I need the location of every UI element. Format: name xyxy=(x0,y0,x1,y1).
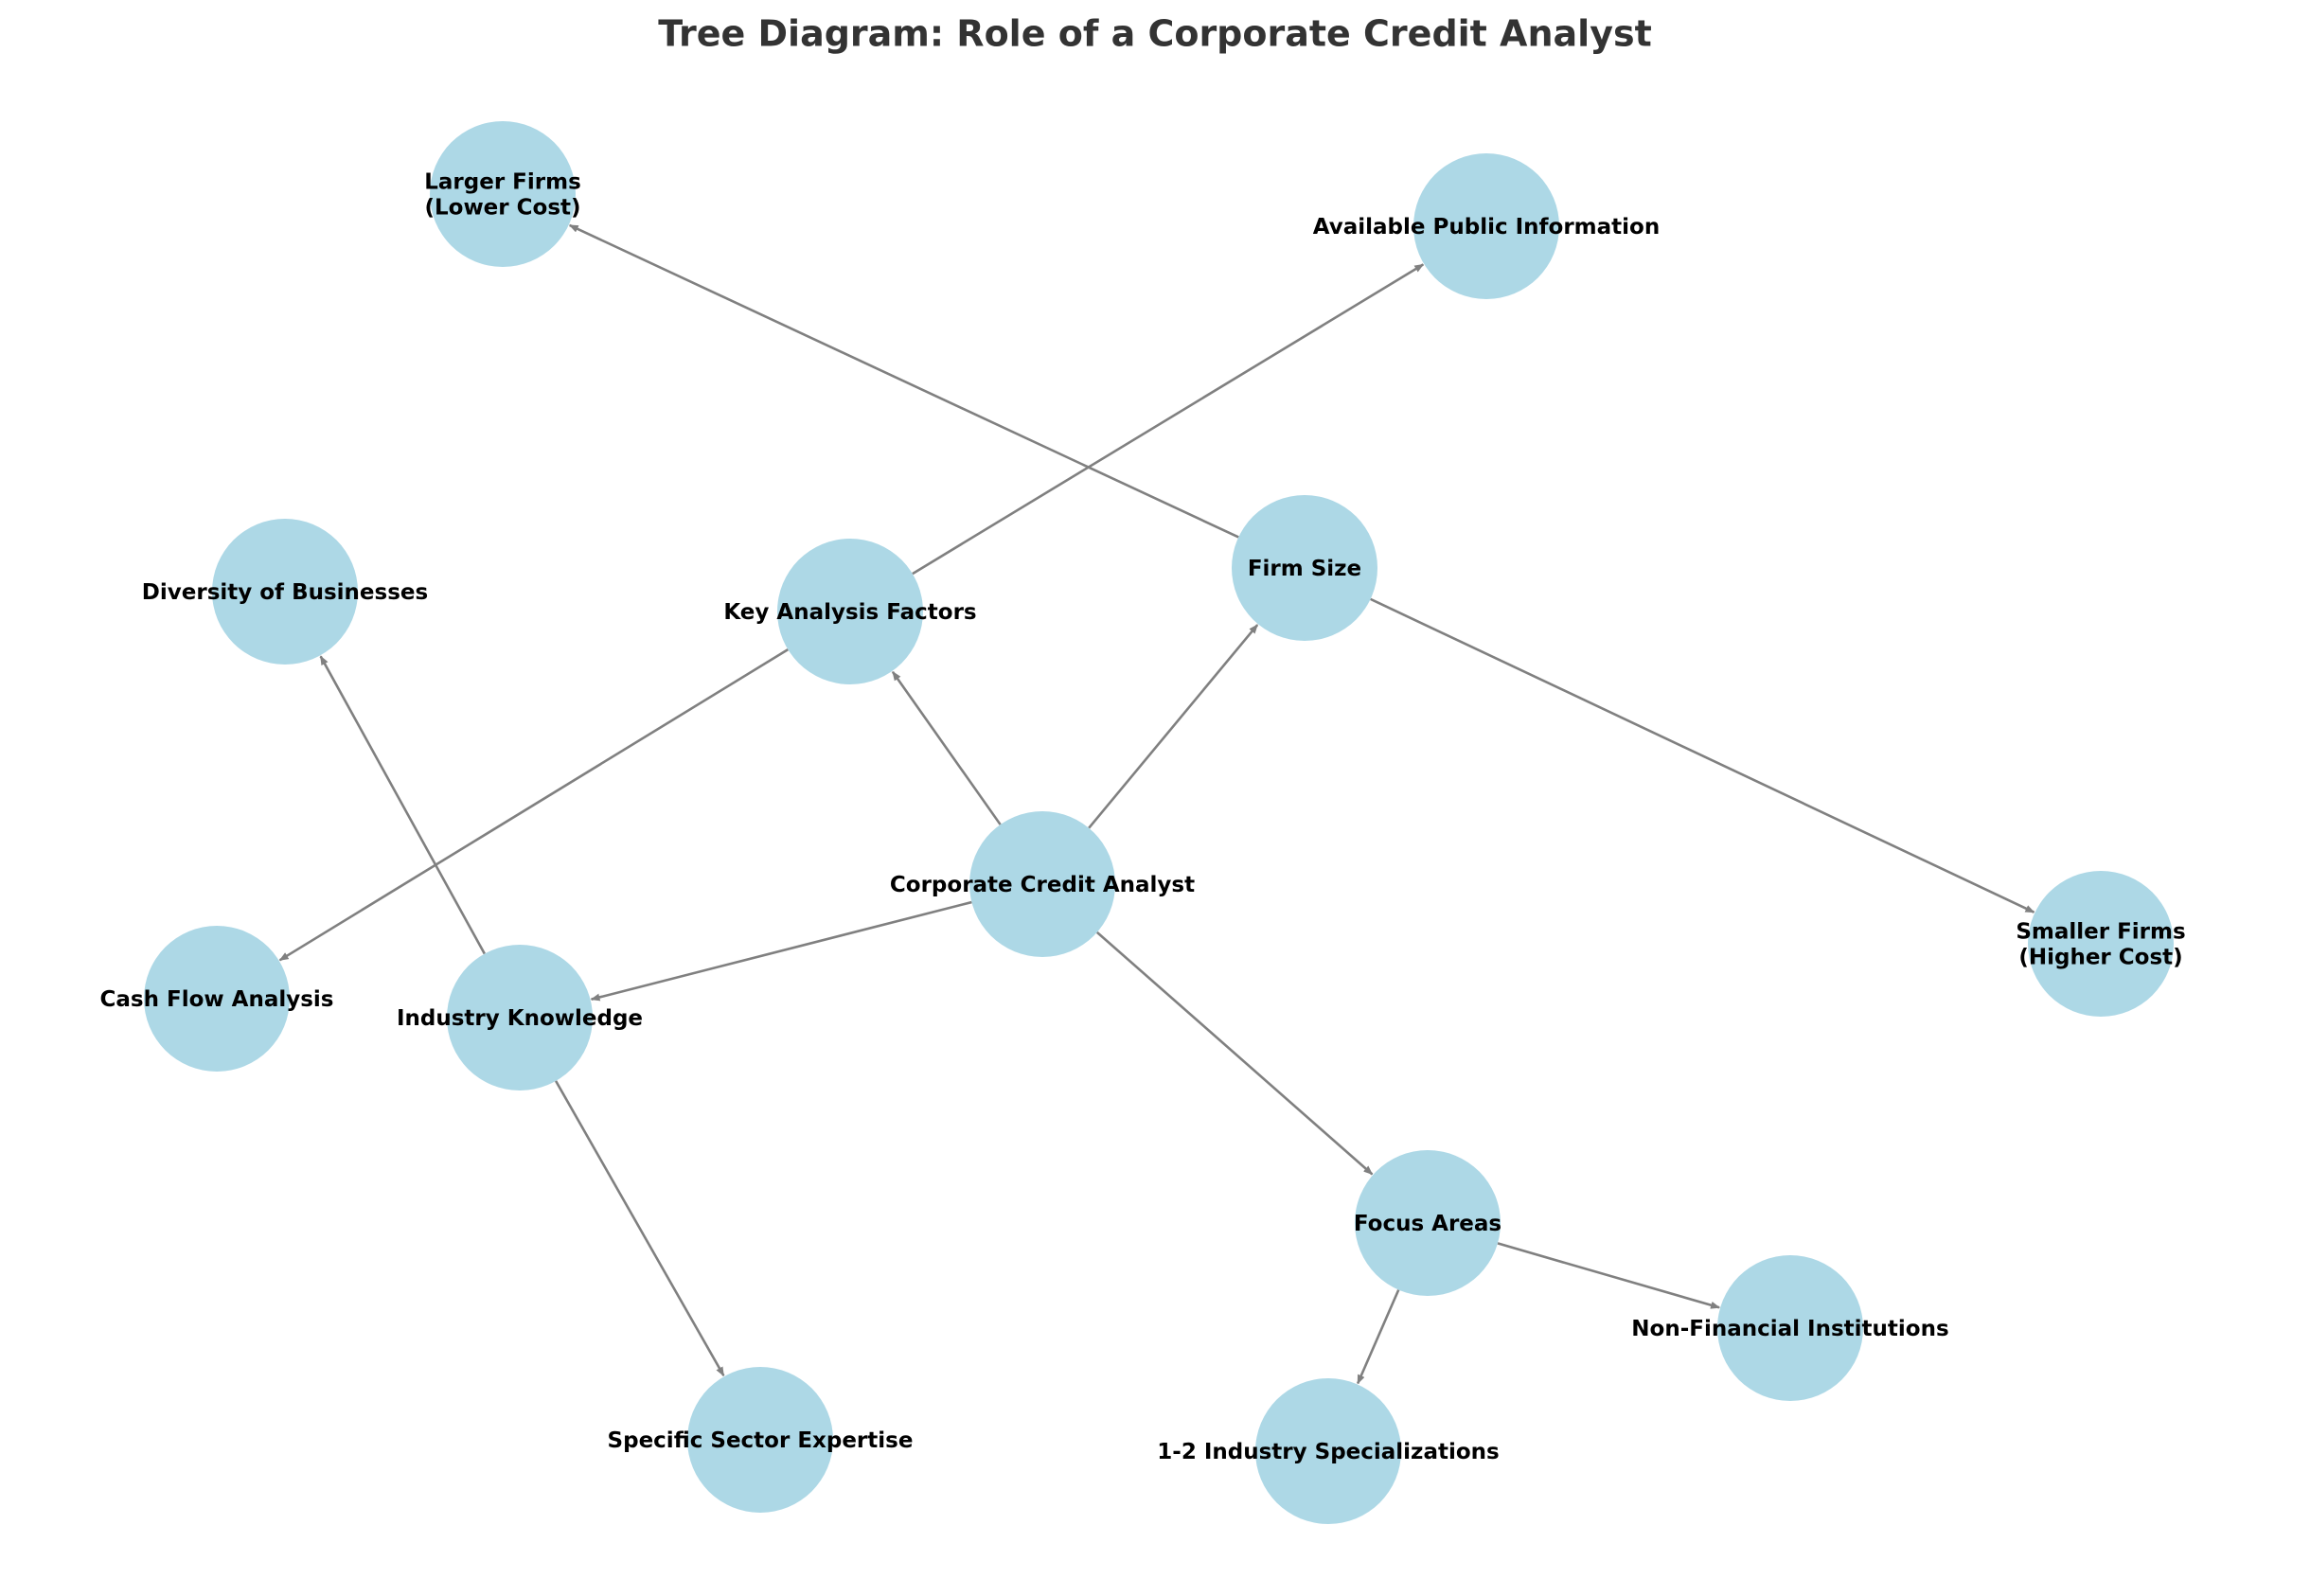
edge-industry-to-sector xyxy=(554,1080,725,1377)
node-diversity: Diversity of Businesses xyxy=(142,519,428,665)
edge-factors-to-publicinfo xyxy=(912,263,1425,576)
edge-industry-to-diversity xyxy=(319,655,486,955)
node-industry: Industry Knowledge xyxy=(397,945,643,1091)
node-label-diversity: Diversity of Businesses xyxy=(142,580,428,605)
edge-factors-to-cashflow xyxy=(278,648,789,962)
node-factors: Key Analysis Factors xyxy=(723,539,977,684)
node-circle-factors xyxy=(777,539,923,684)
node-publicinfo: Available Public Information xyxy=(1313,153,1660,299)
node-circle-diversity xyxy=(212,519,358,665)
node-larger: Larger Firms(Lower Cost) xyxy=(424,121,581,267)
node-label-industry: Industry Knowledge xyxy=(397,1006,643,1031)
node-cashflow: Cash Flow Analysis xyxy=(100,926,334,1072)
node-root: Corporate Credit Analyst xyxy=(890,811,1195,957)
node-circle-publicinfo xyxy=(1413,153,1559,299)
edge-focus-to-specializations xyxy=(1356,1289,1400,1385)
node-circle-firmsize xyxy=(1232,495,1377,641)
edge-firmsize-to-larger xyxy=(568,223,1239,539)
node-sector: Specific Sector Expertise xyxy=(608,1367,914,1513)
node-label-specializations: 1-2 Industry Specializations xyxy=(1157,1440,1499,1464)
node-label-nonfinancial: Non-Financial Institutions xyxy=(1631,1317,1948,1341)
edge-firmsize-to-smaller xyxy=(1370,597,2035,913)
node-firmsize: Firm Size xyxy=(1232,495,1377,641)
node-label-larger: Larger Firms(Lower Cost) xyxy=(424,170,581,221)
node-circle-smaller xyxy=(2028,871,2174,1017)
edge-root-to-factors xyxy=(891,670,1002,825)
node-circle-cashflow xyxy=(144,926,290,1072)
node-specializations: 1-2 Industry Specializations xyxy=(1157,1378,1500,1524)
edge-root-to-firmsize xyxy=(1088,624,1259,829)
node-label-publicinfo: Available Public Information xyxy=(1313,215,1660,239)
edge-focus-to-nonfinancial xyxy=(1497,1242,1721,1309)
node-label-focus: Focus Areas xyxy=(1354,1212,1502,1236)
diagram-title: Tree Diagram: Role of a Corporate Credit… xyxy=(658,13,1652,55)
node-circle-nonfinancial xyxy=(1717,1255,1863,1401)
edge-root-to-industry xyxy=(590,900,972,1002)
node-label-factors: Key Analysis Factors xyxy=(723,600,976,625)
node-nonfinancial: Non-Financial Institutions xyxy=(1631,1255,1949,1401)
node-circle-focus xyxy=(1355,1150,1501,1296)
node-label-cashflow: Cash Flow Analysis xyxy=(100,987,334,1012)
edge-root-to-focus xyxy=(1095,931,1374,1176)
node-circle-industry xyxy=(447,945,593,1091)
node-circle-root xyxy=(969,811,1115,957)
node-focus: Focus Areas xyxy=(1354,1150,1502,1296)
node-smaller: Smaller Firms(Higher Cost) xyxy=(2016,871,2186,1017)
node-label-sector: Specific Sector Expertise xyxy=(608,1428,914,1453)
node-circle-sector xyxy=(687,1367,833,1513)
node-circle-specializations xyxy=(1255,1378,1401,1524)
node-label-firmsize: Firm Size xyxy=(1248,557,1361,581)
edges-layer xyxy=(278,223,2035,1385)
node-label-root: Corporate Credit Analyst xyxy=(890,873,1195,897)
node-circle-larger xyxy=(430,121,576,267)
node-label-smaller: Smaller Firms(Higher Cost) xyxy=(2016,920,2185,970)
